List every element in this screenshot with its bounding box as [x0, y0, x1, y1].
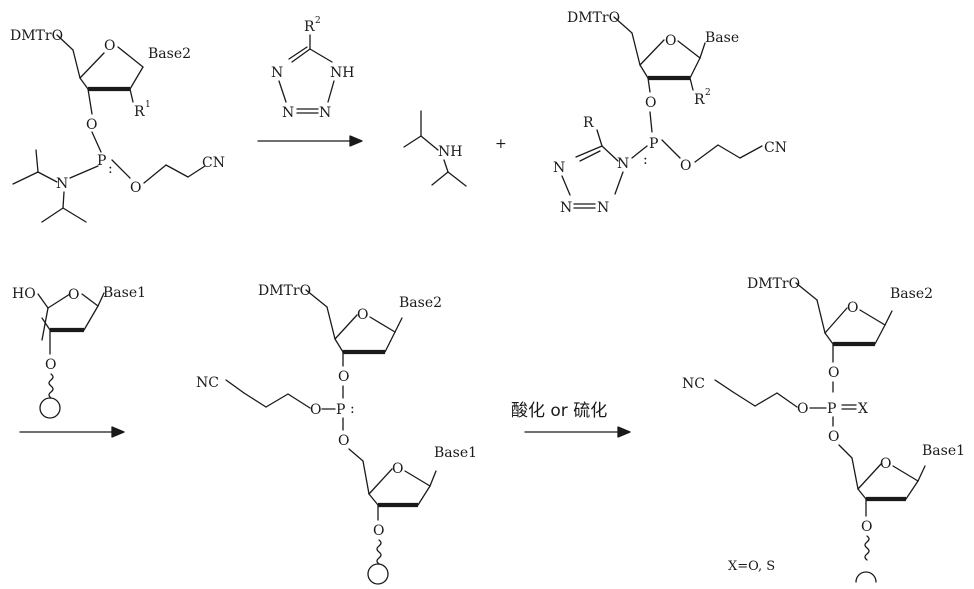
r-label: R	[134, 104, 145, 120]
base-label: Base	[705, 30, 739, 46]
support-arrow	[19, 426, 125, 438]
phosphite-triester-dimer: DMTrO O Base2 O P : O NC O O Base1	[196, 283, 477, 585]
o3-support-label-3: O	[861, 519, 872, 535]
base2-label-2: Base2	[399, 295, 442, 311]
tetrazole-nh-label: NH	[330, 65, 354, 81]
ring-oxygen-label-7: O	[880, 456, 891, 472]
o5-label: O	[338, 433, 349, 449]
x-label: X	[858, 401, 868, 417]
tetrazole-n-bottom-left: N	[282, 105, 294, 121]
lone-pair-2: :	[643, 152, 648, 168]
tetrazolyl-n-bottom-right: N	[597, 200, 609, 216]
nc-label-2: NC	[682, 376, 705, 392]
diisopropylamine-byproduct: NH +	[403, 110, 507, 187]
oxidation-step: 酸化 or 硫化	[511, 401, 631, 438]
base1-label: Base1	[103, 285, 146, 301]
tetrazole-n-bottom-right: N	[319, 105, 331, 121]
base1-label-2: Base1	[434, 445, 477, 461]
o5-label-2: O	[828, 429, 839, 445]
ring-oxygen-label-2: O	[665, 33, 676, 49]
ring-oxygen-label: O	[104, 38, 115, 54]
x-definition: X=O, S	[728, 559, 775, 574]
o-ester-label: O	[130, 180, 141, 196]
tetrazolyl-n-left: N	[553, 160, 565, 176]
tetrazole-r2-superscript: 2	[315, 16, 321, 26]
tetrazolyl-n-bottom-left: N	[560, 200, 572, 216]
ring-oxygen-label-6: O	[847, 300, 858, 316]
cn-label: CN	[202, 155, 225, 171]
support-bound-nucleoside: HO O Base1 O	[12, 285, 146, 419]
base2-label: Base2	[148, 46, 191, 62]
r1-superscript: 1	[145, 100, 151, 110]
phosphorus-label-4: P	[827, 401, 836, 417]
phosphorus-label-2: P	[649, 136, 658, 152]
oxidation-label: 酸化 or 硫化	[511, 401, 607, 421]
amine-n-label: N	[56, 176, 68, 192]
tetrazolyl-n1-label: N	[617, 156, 629, 172]
o3-label-3: O	[338, 369, 349, 385]
lone-pair: :	[108, 161, 113, 177]
ring-oxygen-label-5: O	[392, 461, 403, 477]
o3-label-2: O	[645, 95, 656, 111]
dmtro-label-2: DMTrO	[567, 10, 620, 26]
solid-support-bead-3	[855, 571, 877, 583]
activated-phosphite-intermediate: DMTrO O Base R 2 O P : N R N N N O	[553, 10, 787, 216]
plus-sign: +	[495, 136, 507, 152]
lone-pair-3: :	[350, 401, 355, 417]
dmtro-label: DMTrO	[10, 28, 63, 44]
tetrazolyl-r-label: R	[583, 115, 594, 131]
phosphoramidite-monomer: DMTrO O Base2 R 1 O P : N O CN	[10, 28, 225, 223]
base2-label-3: Base2	[890, 286, 933, 302]
r2-superscript: 2	[705, 88, 711, 98]
o3-support-label-2: O	[373, 523, 384, 539]
ho-label: HO	[12, 286, 36, 302]
solid-support-bead	[39, 397, 61, 419]
o-ester-label-2: O	[680, 158, 691, 174]
dmtro-label-4: DMTrO	[747, 276, 800, 292]
coupling-arrow	[257, 135, 363, 147]
phosphorus-label-3: P	[336, 402, 345, 418]
tetrazole-activator: R 2 N NH N N	[271, 16, 354, 121]
o3-label: O	[86, 117, 97, 133]
r-label-2: R	[694, 92, 705, 108]
tetrazole-r-label: R	[304, 19, 315, 35]
tetrazole-n-left: N	[271, 65, 283, 81]
cn-label-2: CN	[764, 140, 787, 156]
base1-label-3: Base1	[922, 443, 965, 459]
diisopropylamine-nh-label: NH	[438, 144, 462, 160]
phosphorus-label: P	[97, 153, 106, 169]
o-ester-label-4: O	[797, 401, 808, 417]
ring-oxygen-label-3: O	[68, 287, 79, 303]
o-ester-label-3: O	[310, 402, 321, 418]
phosphate-triester-product: DMTrO O Base2 O P X O NC O O Base1	[682, 276, 965, 583]
ring-oxygen-label-4: O	[357, 307, 368, 323]
o3-support-label: O	[45, 357, 56, 373]
nc-label: NC	[196, 375, 219, 391]
solid-support-bead-2	[367, 563, 389, 585]
dmtro-label-3: DMTrO	[258, 283, 311, 299]
o3-label-4: O	[828, 365, 839, 381]
